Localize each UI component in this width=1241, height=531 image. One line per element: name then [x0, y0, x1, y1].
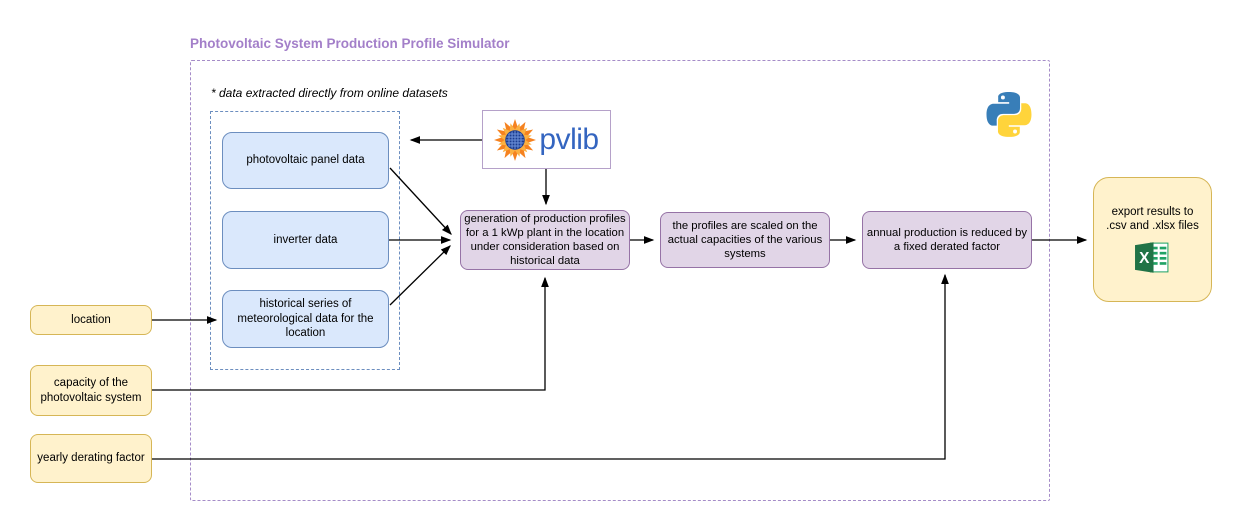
node-historical-meteo-data: historical series of meteorological data…: [222, 290, 389, 348]
python-logo-icon: [986, 92, 1032, 137]
node-label: yearly derating factor: [37, 452, 145, 465]
node-input-derating-factor: yearly derating factor: [30, 434, 152, 483]
node-input-capacity: capacity of the photovoltaic system: [30, 365, 152, 416]
node-label: annual production is reduced by a fixed …: [866, 226, 1028, 253]
pvlib-logo-text: pvlib: [539, 122, 599, 156]
node-label: inverter data: [273, 233, 338, 246]
node-label: generation of production profiles for a …: [464, 212, 626, 268]
node-label: historical series of meteorological data…: [237, 298, 374, 340]
online-data-note: * data extracted directly from online da…: [211, 86, 448, 100]
excel-x-letter: X: [1139, 251, 1150, 268]
node-inverter-data: inverter data: [222, 211, 389, 269]
node-photovoltaic-panel-data: photovoltaic panel data: [222, 132, 389, 189]
node-label: location: [71, 313, 111, 326]
diagram-title: Photovoltaic System Production Profile S…: [190, 36, 510, 51]
excel-icon: X: [1135, 242, 1169, 274]
node-annual-derated: annual production is reduced by a fixed …: [862, 211, 1032, 269]
node-label: the profiles are scaled on the actual ca…: [667, 219, 823, 261]
node-export-results: export results to .csv and .xlsx files X: [1093, 177, 1212, 302]
pvlib-logo-box: pvlib: [482, 110, 611, 169]
node-label: capacity of the photovoltaic system: [40, 377, 142, 404]
node-input-location: location: [30, 305, 152, 335]
sun-solar-panel-icon: [494, 118, 537, 161]
node-label: export results to .csv and .xlsx files: [1106, 205, 1199, 232]
node-generation-profiles: generation of production profiles for a …: [460, 210, 630, 270]
node-profiles-scaled: the profiles are scaled on the actual ca…: [660, 212, 830, 268]
node-label: photovoltaic panel data: [246, 154, 365, 167]
